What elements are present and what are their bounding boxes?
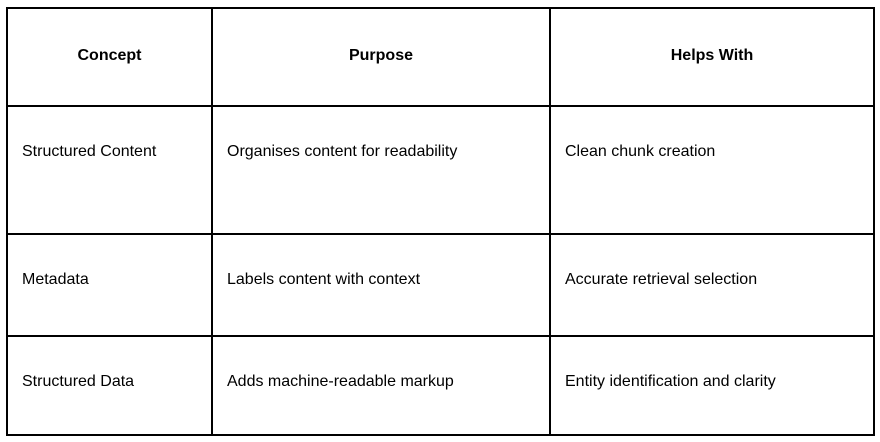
cell-concept: Structured Data <box>6 335 213 436</box>
table-row: Metadata Labels content with context Acc… <box>6 233 875 337</box>
table-header: Concept Purpose Helps With <box>6 7 875 107</box>
column-header-concept: Concept <box>6 7 213 107</box>
cell-concept: Metadata <box>6 233 213 337</box>
table-row: Structured Content Organises content for… <box>6 105 875 235</box>
cell-helps-with: Accurate retrieval selection <box>549 233 875 337</box>
table-body: Structured Content Organises content for… <box>6 105 875 436</box>
column-header-purpose: Purpose <box>211 7 551 107</box>
cell-purpose: Labels content with context <box>211 233 551 337</box>
cell-purpose: Organises content for readability <box>211 105 551 235</box>
column-header-helps-with: Helps With <box>549 7 875 107</box>
table-row: Structured Data Adds machine-readable ma… <box>6 335 875 436</box>
cell-purpose: Adds machine-readable markup <box>211 335 551 436</box>
table-header-row: Concept Purpose Helps With <box>6 7 875 107</box>
concept-comparison-table: Concept Purpose Helps With Structured Co… <box>6 7 875 436</box>
cell-helps-with: Clean chunk creation <box>549 105 875 235</box>
cell-helps-with: Entity identification and clarity <box>549 335 875 436</box>
cell-concept: Structured Content <box>6 105 213 235</box>
